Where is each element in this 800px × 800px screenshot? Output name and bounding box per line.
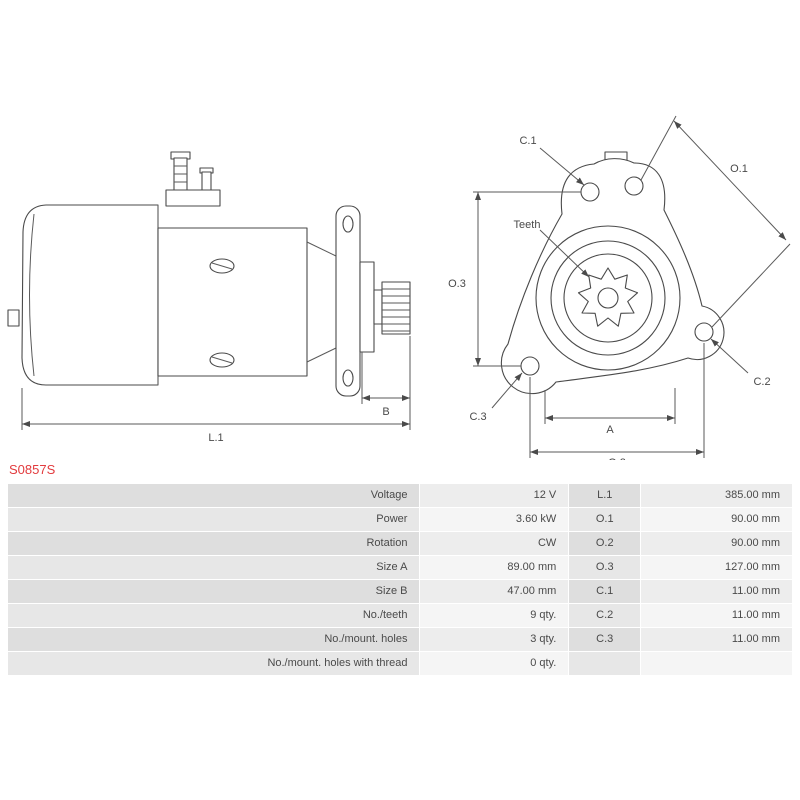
technical-drawing: B L.1 C.1 Teeth O.3 O.1 C.2 C.3 A O.2 (7, 115, 791, 460)
drive-end-frame (157, 227, 308, 377)
spec-row: Rotation CW O.2 90.00 mm (8, 532, 792, 555)
spec-label: Power (8, 508, 420, 531)
shaft-center-hole (597, 287, 619, 309)
dim-label-b: B (382, 406, 389, 418)
spec-row: No./mount. holes with thread 0 qty. (8, 652, 792, 675)
dim-value: 127.00 mm (641, 556, 792, 579)
side-view-motor (7, 151, 411, 397)
dim-code (569, 652, 641, 675)
dim-value: 385.00 mm (641, 484, 792, 507)
spec-value: CW (420, 532, 569, 555)
spec-row: No./mount. holes 3 qty. C.3 11.00 mm (8, 628, 792, 651)
spec-label: Voltage (8, 484, 420, 507)
dim-code: L.1 (569, 484, 641, 507)
housing-screws (209, 258, 235, 368)
dim-label-o3: O.3 (448, 278, 466, 290)
dim-code: C.2 (569, 604, 641, 627)
part-number: S0857S (9, 462, 56, 477)
dim-code: C.1 (569, 580, 641, 603)
spec-label: No./teeth (8, 604, 420, 627)
spec-value: 3.60 kW (420, 508, 569, 531)
dim-code: C.3 (569, 628, 641, 651)
terminal-studs (165, 151, 221, 207)
dimension-labels: B L.1 C.1 Teeth O.3 O.1 C.2 C.3 A O.2 (208, 135, 770, 460)
rear-bolt (7, 309, 20, 327)
dim-value: 90.00 mm (641, 532, 792, 555)
spec-row: Size B 47.00 mm C.1 11.00 mm (8, 580, 792, 603)
front-view-flange (500, 151, 725, 395)
dim-label-c1: C.1 (519, 135, 536, 147)
spec-table: Voltage 12 V L.1 385.00 mm Power 3.60 kW… (8, 484, 792, 675)
spec-value: 89.00 mm (420, 556, 569, 579)
dim-value: 11.00 mm (641, 604, 792, 627)
spec-value: 0 qty. (420, 652, 569, 675)
spec-value: 9 qty. (420, 604, 569, 627)
dim-code: O.1 (569, 508, 641, 531)
mount-hole-c2 (694, 322, 714, 342)
dim-label-o1: O.1 (730, 163, 748, 175)
pinion-gear-side (381, 281, 411, 335)
spec-row: No./teeth 9 qty. C.2 11.00 mm (8, 604, 792, 627)
dim-label-teeth: Teeth (514, 219, 541, 231)
dim-code: O.3 (569, 556, 641, 579)
spec-label: No./mount. holes (8, 628, 420, 651)
dim-label-l1: L.1 (208, 432, 223, 444)
spec-label: Size B (8, 580, 420, 603)
spec-row: Size A 89.00 mm O.3 127.00 mm (8, 556, 792, 579)
spec-row: Power 3.60 kW O.1 90.00 mm (8, 508, 792, 531)
front-view-dimensions (473, 115, 791, 458)
dim-label-o2: O.2 (608, 457, 626, 460)
spec-value: 47.00 mm (420, 580, 569, 603)
dim-value: 11.00 mm (641, 580, 792, 603)
dim-label-a: A (606, 424, 614, 436)
spec-label: No./mount. holes with thread (8, 652, 420, 675)
spec-row: Voltage 12 V L.1 385.00 mm (8, 484, 792, 507)
spec-value: 3 qty. (420, 628, 569, 651)
dim-label-c3: C.3 (469, 411, 486, 423)
dim-label-c2: C.2 (753, 376, 770, 388)
dim-value: 90.00 mm (641, 508, 792, 531)
dim-value: 11.00 mm (641, 628, 792, 651)
spec-value: 12 V (420, 484, 569, 507)
dim-code: O.2 (569, 532, 641, 555)
mount-hole-c1 (580, 182, 600, 202)
mount-hole-top-right (624, 176, 644, 196)
spec-label: Size A (8, 556, 420, 579)
motor-housing (21, 204, 159, 386)
spec-label: Rotation (8, 532, 420, 555)
dim-value (641, 652, 792, 675)
mount-hole-c3 (520, 356, 540, 376)
side-view-dimensions (21, 336, 411, 430)
mounting-flange-side (335, 205, 361, 397)
